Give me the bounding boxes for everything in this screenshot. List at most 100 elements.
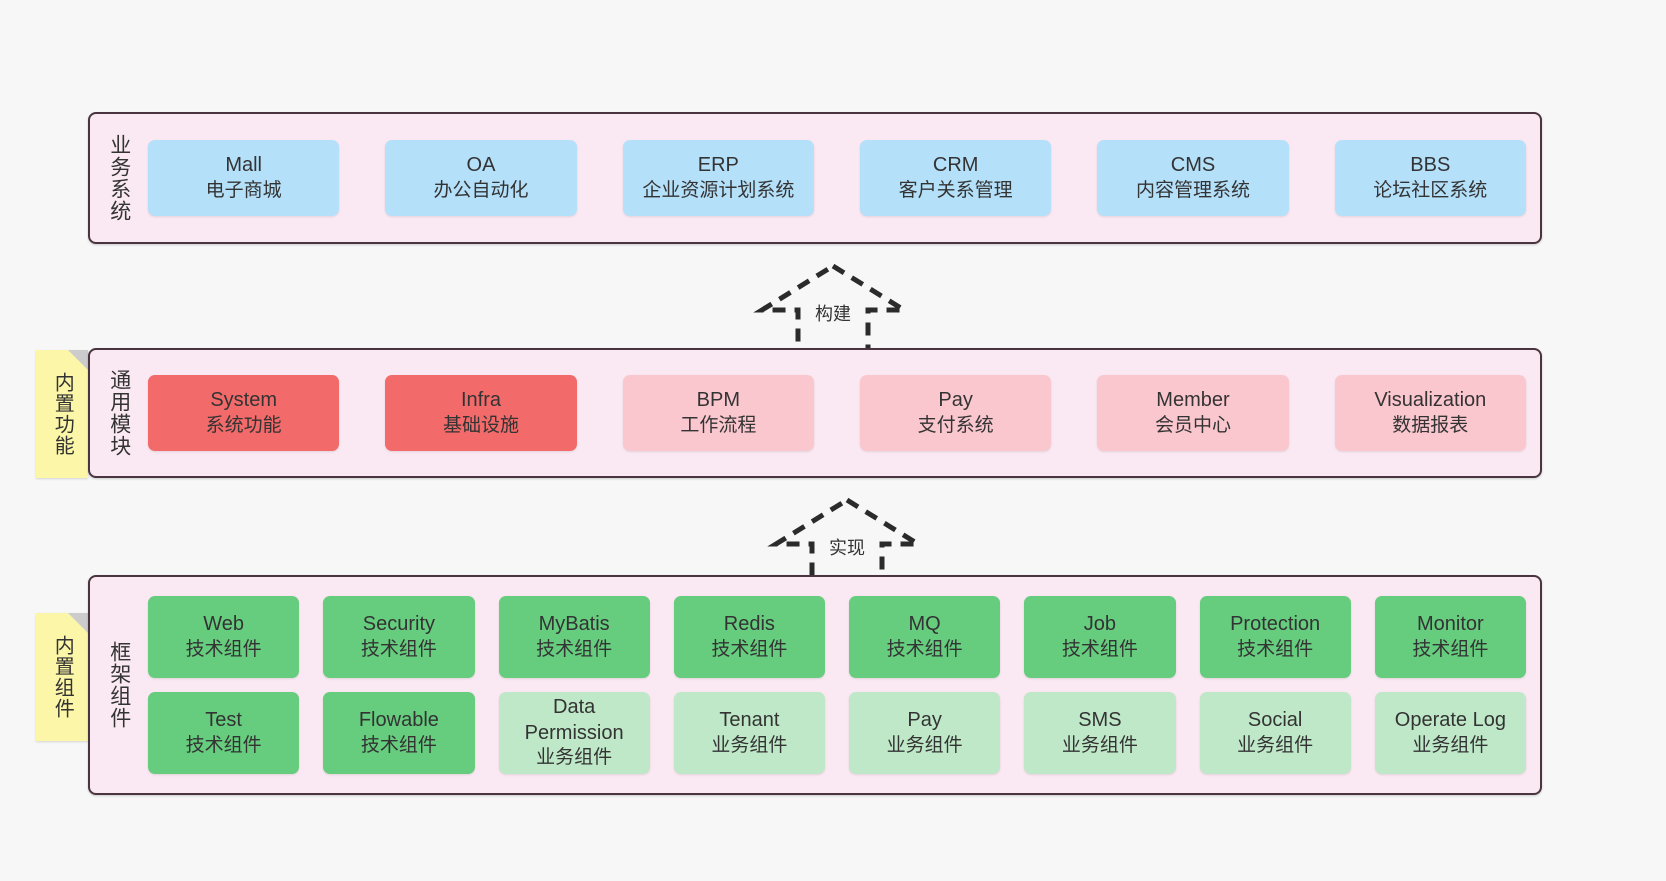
card-title: Web [203, 613, 244, 636]
card-title: Social [1247, 709, 1303, 732]
card-protection[interactable]: Protection 技术组件 [1199, 596, 1351, 678]
framework-components-label: 框架组件 [107, 641, 131, 729]
card-sms[interactable]: SMS 业务组件 [1024, 692, 1176, 774]
card-monitor[interactable]: Monitor 技术组件 [1374, 596, 1526, 678]
card-title: BPM [696, 389, 740, 412]
build-arrow-shape [753, 263, 913, 355]
card-subtitle: 办公自动化 [433, 179, 529, 201]
card-system[interactable]: System 系统功能 [148, 375, 340, 451]
card-title: Protection [1230, 613, 1321, 636]
card-subtitle: 系统功能 [205, 414, 282, 436]
card-subtitle: 技术组件 [360, 638, 437, 660]
common-modules-layer: 通用模块 System 系统功能 Infra 基础设施 BPM 工作流程 Pay… [88, 348, 1542, 478]
framework-row-business: Test 技术组件 Flowable 技术组件 Data Permission … [148, 692, 1526, 774]
card-title: Pay [938, 389, 973, 412]
card-mq[interactable]: MQ 技术组件 [849, 596, 1001, 678]
common-modules-label: 通用模块 [107, 369, 131, 457]
card-oa[interactable]: OA 办公自动化 [385, 140, 577, 216]
card-subtitle: 内容管理系统 [1135, 179, 1250, 201]
card-mybatis[interactable]: MyBatis 技术组件 [498, 596, 650, 678]
card-title: Monitor [1417, 613, 1484, 636]
card-subtitle: 客户关系管理 [898, 179, 1013, 201]
business-systems-layer: 业务系统 Mall 电子商城 OA 办公自动化 ERP 企业资源计划系统 CRM… [88, 112, 1542, 244]
card-cms[interactable]: CMS 内容管理系统 [1097, 140, 1289, 216]
card-social[interactable]: Social 业务组件 [1199, 692, 1351, 774]
card-infra[interactable]: Infra 基础设施 [385, 375, 577, 451]
note-builtin-function: 内置功能 [36, 350, 88, 478]
build-arrow: 构建 [753, 262, 913, 355]
card-subtitle: 支付系统 [917, 414, 994, 436]
card-subtitle: 技术组件 [360, 734, 437, 756]
card-subtitle: 基础设施 [442, 414, 519, 436]
card-title: Flowable [358, 709, 439, 732]
card-subtitle: 业务组件 [886, 734, 963, 756]
card-title: MQ [908, 613, 941, 636]
card-crm[interactable]: CRM 客户关系管理 [859, 140, 1052, 216]
card-subtitle: 论坛社区系统 [1373, 179, 1488, 201]
note-builtin-component: 内置组件 [36, 613, 88, 741]
card-bpm[interactable]: BPM 工作流程 [622, 375, 814, 451]
implement-arrow-shape [767, 497, 927, 589]
card-title: SMS [1078, 709, 1122, 732]
card-subtitle: 技术组件 [185, 638, 262, 660]
card-title: Test [205, 709, 242, 732]
framework-components-grid: Web 技术组件 Security 技术组件 MyBatis 技术组件 Redi… [144, 596, 1540, 774]
card-subtitle: 数据报表 [1392, 414, 1469, 436]
card-subtitle: 工作流程 [680, 414, 757, 436]
card-subtitle: 业务组件 [711, 734, 788, 756]
card-pay[interactable]: Pay 支付系统 [859, 375, 1052, 451]
card-title: Security [362, 613, 435, 636]
card-erp[interactable]: ERP 企业资源计划系统 [622, 140, 814, 216]
card-title: BBS [1410, 154, 1451, 177]
card-title: MyBatis [538, 613, 610, 636]
card-subtitle: 业务组件 [1237, 734, 1314, 756]
card-subtitle: 技术组件 [1237, 638, 1314, 660]
card-subtitle: 技术组件 [185, 734, 262, 756]
framework-row-technical: Web 技术组件 Security 技术组件 MyBatis 技术组件 Redi… [148, 596, 1526, 678]
card-security[interactable]: Security 技术组件 [323, 596, 475, 678]
card-subtitle: 技术组件 [886, 638, 963, 660]
card-pay-business[interactable]: Pay 业务组件 [849, 692, 1001, 774]
card-tenant[interactable]: Tenant 业务组件 [673, 692, 825, 774]
card-data-permission[interactable]: Data Permission 业务组件 [498, 692, 650, 774]
card-subtitle: 会员中心 [1154, 414, 1231, 436]
card-web[interactable]: Web 技术组件 [148, 596, 300, 678]
card-subtitle: 技术组件 [536, 638, 613, 660]
card-title: Mall [225, 154, 262, 177]
card-title: Pay [907, 709, 942, 732]
note-builtin-component-label: 内置组件 [51, 635, 74, 719]
card-title: CMS [1170, 154, 1216, 177]
card-bbs[interactable]: BBS 论坛社区系统 [1334, 140, 1526, 216]
card-member[interactable]: Member 会员中心 [1097, 375, 1289, 451]
card-title: Redis [723, 613, 775, 636]
card-title: OA [466, 154, 496, 177]
card-subtitle: 业务组件 [536, 747, 613, 769]
card-subtitle: 技术组件 [1412, 638, 1489, 660]
framework-components-layer: 框架组件 Web 技术组件 Security 技术组件 MyBatis 技术组件… [88, 575, 1542, 795]
card-title: Infra [460, 389, 501, 412]
card-title: Data Permission [524, 696, 624, 744]
card-job[interactable]: Job 技术组件 [1024, 596, 1176, 678]
note-builtin-function-label: 内置功能 [51, 372, 74, 456]
card-title: System [210, 389, 277, 412]
card-title: Visualization [1374, 389, 1487, 412]
card-subtitle: 电子商城 [205, 179, 282, 201]
card-title: Operate Log [1394, 709, 1506, 732]
business-systems-card-row: Mall 电子商城 OA 办公自动化 ERP 企业资源计划系统 CRM 客户关系… [144, 140, 1540, 216]
business-systems-label: 业务系统 [107, 134, 131, 222]
card-title: ERP [697, 154, 739, 177]
card-title: Member [1156, 389, 1230, 412]
card-flowable[interactable]: Flowable 技术组件 [323, 692, 475, 774]
card-test[interactable]: Test 技术组件 [148, 692, 300, 774]
card-subtitle: 技术组件 [1061, 638, 1138, 660]
card-subtitle: 技术组件 [711, 638, 788, 660]
card-mall[interactable]: Mall 电子商城 [148, 140, 340, 216]
card-title: CRM [932, 154, 979, 177]
card-title: Tenant [719, 709, 780, 732]
card-visualization[interactable]: Visualization 数据报表 [1334, 375, 1526, 451]
card-redis[interactable]: Redis 技术组件 [673, 596, 825, 678]
card-operate-log[interactable]: Operate Log 业务组件 [1374, 692, 1526, 774]
card-subtitle: 业务组件 [1412, 734, 1489, 756]
card-subtitle: 业务组件 [1061, 734, 1138, 756]
common-modules-card-row: System 系统功能 Infra 基础设施 BPM 工作流程 Pay 支付系统… [144, 375, 1540, 451]
